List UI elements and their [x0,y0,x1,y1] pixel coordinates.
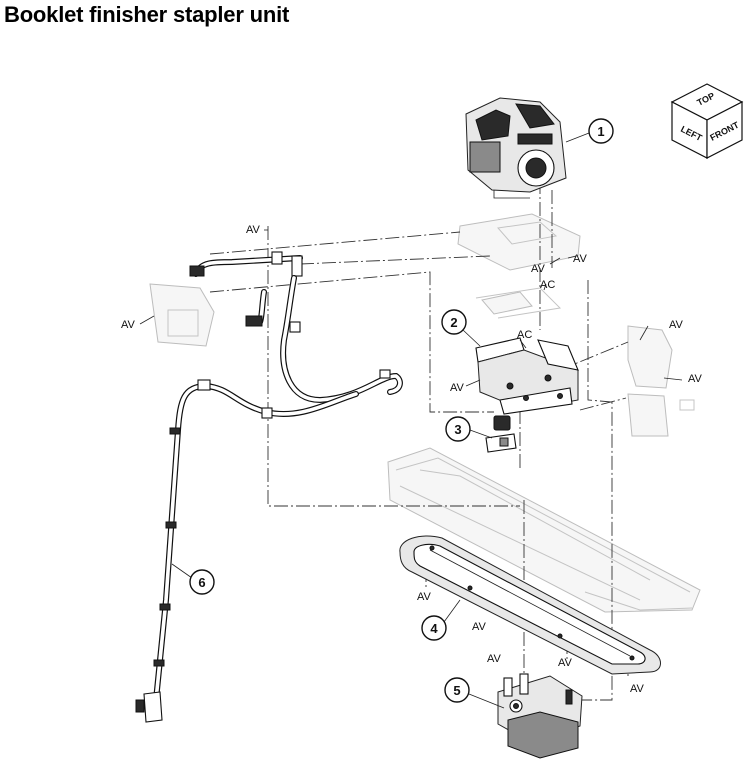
label-av-11: AV [558,657,573,669]
label-av-10: AV [487,653,502,665]
ghost-right-brackets [627,325,695,437]
part-long-harness [135,379,359,723]
ghost-stapler-bracket [457,213,581,319]
callout-2: 2 [450,315,457,330]
label-av-9: AV [472,621,487,633]
label-av-2: AV [121,319,136,331]
label-av-8: AV [417,591,432,603]
harness-upper [189,251,303,277]
label-av-1: AV [246,224,261,236]
callout-4: 4 [430,621,438,636]
orientation-cube: TOP LEFT FRONT [670,83,744,159]
label-av-5: AV [450,382,465,394]
callout-4-circle [421,615,447,641]
callout-5-circle [444,677,470,703]
part-motor [497,673,583,759]
part-mount-bracket [475,337,579,415]
callout-3: 3 [454,422,461,437]
callout-6: 6 [198,575,205,590]
ghost-cover-left [149,283,215,347]
label-av-3: AV [531,263,546,275]
callouts: 1 2 3 4 5 6 [171,118,614,709]
label-ac-2: AC [517,329,532,341]
ghost-frame-rail [387,447,701,613]
callout-6-circle [189,569,215,595]
callout-1: 1 [597,124,604,139]
callout-3-circle [445,416,471,442]
callout-1-circle [588,118,614,144]
callout-5: 5 [453,683,460,698]
part-guide-rail [399,535,661,675]
part-stapler-head [465,97,567,199]
callout-2-circle [441,309,467,335]
part-sensor [485,415,517,453]
label-av-6: AV [669,319,684,331]
page-title: Booklet finisher stapler unit [4,2,290,27]
harness-middle [245,275,403,404]
label-av-4: AV [573,253,588,265]
av-ac-labels: AV AV AV AV AC AC AV AV AV AV AV AV AV A… [121,224,703,695]
label-av-7: AV [688,373,703,385]
label-ac-1: AC [540,279,555,291]
label-leaders [139,229,683,387]
label-av-12: AV [630,683,645,695]
